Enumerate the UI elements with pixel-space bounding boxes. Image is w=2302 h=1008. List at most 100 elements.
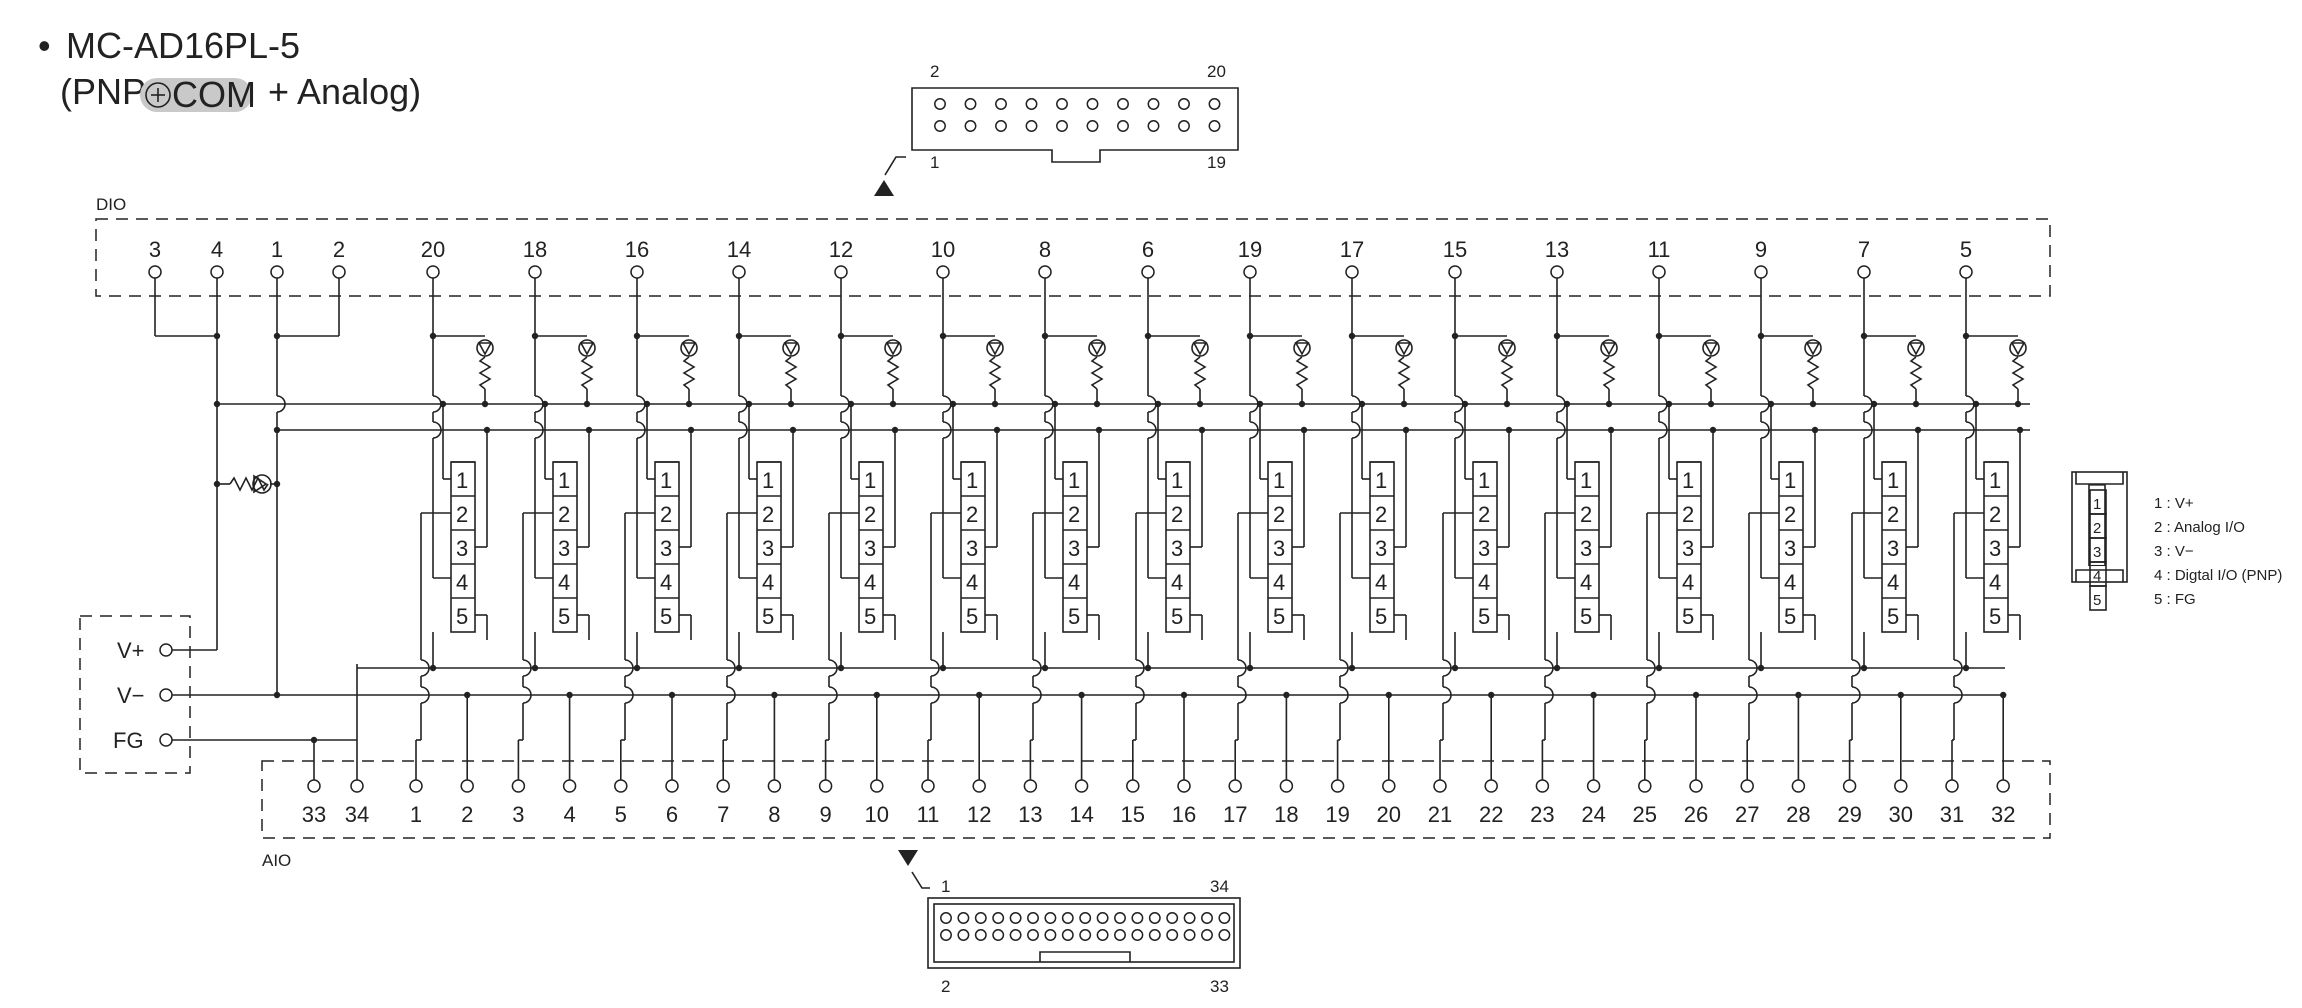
module-pin-number: 4 [456,570,468,595]
type-close: + Analog) [268,71,421,112]
aio-terminal-label: 11 [917,802,940,827]
dio-terminal [210,265,224,279]
aio-terminal-label: 2 [461,802,473,827]
module-pin-number: 2 [456,502,468,527]
aio-terminal-label: 1 [410,802,422,827]
connector-hole [995,98,1007,110]
aio-terminal [665,779,679,793]
aio-terminal [1228,779,1242,793]
dio-terminal-block [95,218,2051,297]
module-pin-number: 4 [966,570,978,595]
led-icon [1601,342,1617,356]
title-block: • MC-AD16PL-5 (PNP COM + Analog) [38,25,421,115]
dio-terminal-label: 8 [1039,237,1051,262]
led-icon [783,342,799,356]
connector-hole [1027,929,1039,941]
aio-terminal-label: 5 [615,802,627,827]
aio-terminal [1638,779,1652,793]
aio-terminal-label: 3 [512,802,524,827]
module-pin-number: 1 [1375,468,1387,493]
dio-terminal [1754,265,1768,279]
aio-terminal [1996,779,2010,793]
connector-hole [1148,912,1161,924]
module-pin-number: 2 [558,502,570,527]
module-pin-number: 1 [1068,468,1080,493]
dio-terminal-label: 15 [1443,237,1467,262]
module-pin-number: 5 [1887,604,1899,629]
module-pin-number: 2 [864,502,876,527]
pin1-marker-icon [898,850,918,866]
connector-hole [1086,98,1099,110]
module-pin-number: 5 [1478,604,1490,629]
aio-terminal-label: 10 [865,802,889,827]
module-pin-number: 2 [1784,502,1796,527]
led-icon [1804,339,1822,357]
module-pin-number: 2 [1478,502,1490,527]
connector-hole [1086,120,1099,132]
led-icon [253,474,268,494]
aio-terminal [818,779,833,793]
led-icon [987,342,1003,356]
led-icon [477,342,493,356]
legend-5: 5 : FG [2154,591,2196,608]
led-icon [1089,342,1105,356]
module-pin-number: 3 [1580,536,1592,561]
vplus-terminal [159,643,173,657]
connector-hole [940,912,952,924]
led-icon [2009,339,2027,357]
led-icon [1908,342,1924,356]
module-pin-number: 3 [1068,536,1080,561]
plus-circle-icon [145,82,171,108]
pin1-marker-icon [874,180,894,196]
aio-terminal-label: 14 [1069,802,1093,827]
module-pin-number: 5 [966,604,978,629]
connector-hole [1061,912,1074,924]
module-pin-number: 4 [1478,570,1490,595]
connector-hole [992,929,1005,941]
connector-hole [1079,912,1092,924]
module-pin-number: 1 [1580,468,1592,493]
connector-hole [1025,98,1038,110]
module-pin-number: 2 [1273,502,1285,527]
led-icon [782,339,800,357]
dio-terminal [1448,265,1462,279]
legend-4: 4 : Digtal I/O (PNP) [2154,567,2282,584]
module-pin-number: 3 [558,536,570,561]
aio-terminal [511,779,526,793]
connector-hole [1166,929,1179,941]
aio-terminal [1791,779,1806,793]
module-pin-number: 2 [762,502,774,527]
dio-terminal-label: 20 [421,237,445,262]
aio-terminal [1382,779,1396,793]
connector-hole [1208,120,1221,132]
aio-terminal [1484,779,1498,793]
connector-hole [995,120,1007,132]
connector-hole [1201,912,1213,924]
aio-terminal [1894,779,1908,793]
aio-terminal-label: 27 [1735,802,1759,827]
aio-terminal [1689,779,1703,793]
connector-hole [1114,912,1126,924]
vminus-terminal [159,688,173,702]
dio-terminal [1141,265,1155,279]
connector-hole [1056,120,1068,132]
aio-terminal-label: 26 [1684,802,1708,827]
module-pin-number: 4 [1580,570,1592,595]
dio-terminal [1550,265,1564,279]
connector-hole [964,98,977,110]
aio-terminal-label: 24 [1581,802,1605,827]
fg-label: FG [113,728,144,753]
module-pin-number: 4 [1068,570,1080,595]
aio-terminal-label: 12 [967,802,991,827]
module-pin-number: 5 [1682,604,1694,629]
connector-hole [934,98,946,110]
dio-label: DIO [96,195,126,214]
connector-hole [1178,120,1190,132]
module-pin-number: 1 [864,468,876,493]
aio-terminal-label: 21 [1428,802,1452,827]
module-pin-number: 5 [1068,604,1080,629]
dio-terminal-label: 14 [727,237,751,262]
dio-terminal [936,265,950,279]
module-pin-number: 2 [1682,502,1694,527]
connector-bottom: 1 34 2 33 [898,850,1241,996]
